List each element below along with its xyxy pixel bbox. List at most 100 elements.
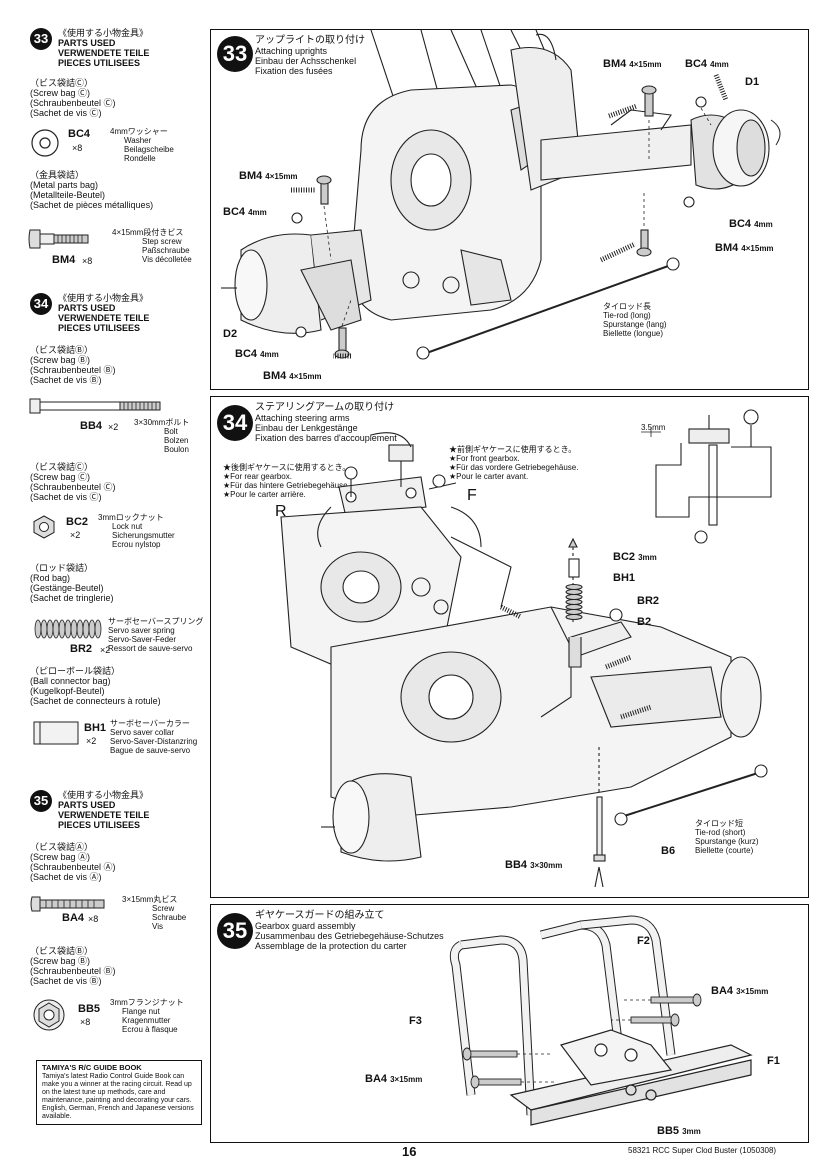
label-d2: D2	[223, 328, 238, 340]
bag-en: (Screw bag Ⓒ)	[30, 472, 91, 482]
label-bc2: BC2 3mm	[613, 551, 657, 563]
bag-label: （ピローボール袋詰） (Ball connector bag) (Kugelko…	[30, 666, 205, 706]
desc-en: Step screw	[142, 237, 182, 246]
bag-label: （ビス袋詰Ⓒ） (Screw bag Ⓒ) (Schraubenbeutel Ⓒ…	[30, 78, 200, 118]
label-d1: D1	[745, 76, 760, 88]
label-f2: F2	[637, 935, 650, 947]
parts-title-en: PARTS USED	[58, 800, 116, 810]
bag-jp: （ピローボール袋詰）	[30, 666, 121, 676]
steering-assembly-drawing	[280, 409, 772, 888]
label-tie-rod-short: タイロッド短 Tie-rod (short) Spurstange (kurz)…	[695, 819, 759, 855]
note-jp: ★後側ギヤケースに使用するとき。	[223, 463, 351, 472]
tie-rod-en: Tie-rod (short)	[695, 828, 746, 837]
parts-title-en: PARTS USED	[58, 303, 116, 313]
bag-de: (Schraubenbeutel Ⓒ)	[30, 482, 116, 492]
title-jp: ギヤケースガードの組み立て	[255, 910, 385, 921]
step-34-badge: 34	[30, 293, 52, 315]
part-desc: 3mmロックナット Lock nut Sicherungsmutter Ecro…	[98, 513, 204, 549]
tie-rod-jp: タイロッド短	[695, 819, 743, 828]
label-bm4: BM4 4×15mm	[263, 370, 322, 382]
desc-de: Servo-Saver-Distanzring	[110, 737, 198, 746]
desc-en: Servo saver spring	[108, 626, 175, 635]
desc-fr: Boulon	[164, 445, 189, 454]
step-33-title: アップライトの取り付け Attaching uprights Einbau de…	[255, 36, 505, 77]
desc-jp: サーボセーバースプリング	[108, 617, 204, 626]
parts-title-de: VERWENDETE TEILE	[58, 810, 150, 820]
parts-title-fr: PIECES UTILISEES	[58, 820, 141, 830]
collar-icon	[33, 721, 79, 745]
part-qty: ×2	[70, 530, 81, 540]
part-desc: 3×30mmボルト Bolt Bolzen Boulon	[134, 418, 206, 454]
step-34-panel: 34 ステアリングアームの取り付け Attaching steering arm…	[210, 396, 809, 898]
bolt-icon	[29, 398, 161, 414]
part-code: BC4	[68, 128, 91, 140]
title-fr: Fixation des barres d'accouplement	[255, 433, 397, 443]
note-en: ★For rear gearbox.	[223, 472, 292, 481]
bag-label: （ビス袋詰Ⓐ） (Screw bag Ⓐ) (Schraubenbeutel Ⓐ…	[30, 842, 200, 882]
guide-book-box: TAMIYA'S R/C GUIDE BOOK Tamiya's latest …	[36, 1060, 202, 1125]
parts-title-jp: 《使用する小物金具》	[58, 293, 149, 303]
parts-title-de: VERWENDETE TEILE	[58, 48, 150, 58]
tie-rod-jp: タイロッド長	[603, 302, 651, 311]
parts-title-de: VERWENDETE TEILE	[58, 313, 150, 323]
title-de: Einbau der Lenkgestänge	[255, 423, 358, 433]
desc-jp: 3×30mmボルト	[134, 418, 190, 427]
bag-label: （金具袋詰） (Metal parts bag) (Metallteile-Be…	[30, 170, 205, 210]
bag-jp: （ロッド袋詰）	[30, 563, 94, 573]
desc-en: Screw	[152, 904, 175, 913]
label-bb4: BB4 3×30mm	[505, 859, 563, 871]
bag-en: (Screw bag Ⓒ)	[30, 88, 91, 98]
desc-fr: Ecrou nylstop	[112, 540, 161, 549]
label-bc4: BC4 4mm	[685, 58, 729, 70]
parts-sidebar: 33 《使用する小物金具》 PARTS USED VERWENDETE TEIL…	[0, 0, 208, 1166]
desc-jp: 3mmロックナット	[98, 513, 164, 522]
title-en: Gearbox guard assembly	[255, 921, 356, 931]
desc-en: Flange nut	[122, 1007, 160, 1016]
step-33-badge: 33	[30, 28, 52, 50]
bag-de: (Schraubenbeutel Ⓑ)	[30, 966, 116, 976]
note-de: ★Für das vordere Getriebegehäuse.	[449, 463, 579, 472]
guide-body: Tamiya's latest Radio Control Guide Book…	[42, 1073, 194, 1120]
step-33-panel: 33 アップライトの取り付け Attaching uprights Einbau…	[210, 29, 809, 390]
desc-fr: Vis	[152, 922, 163, 931]
bag-en: (Screw bag Ⓑ)	[30, 355, 91, 365]
bag-de: (Schraubenbeutel Ⓑ)	[30, 365, 116, 375]
label-f3: F3	[409, 1015, 422, 1027]
tie-rod-de: Spurstange (kurz)	[695, 837, 759, 846]
tie-rod-fr: Biellette (courte)	[695, 846, 754, 855]
label-bm4: BM4 4×15mm	[715, 242, 774, 254]
desc-fr: Ecrou à flasque	[122, 1025, 178, 1034]
bag-en: (Screw bag Ⓑ)	[30, 956, 91, 966]
desc-fr: Rondelle	[124, 154, 156, 163]
guide-heading: TAMIYA'S R/C GUIDE BOOK	[42, 1063, 142, 1072]
parts-title-fr: PIECES UTILISEES	[58, 58, 141, 68]
page-number: 16	[402, 1144, 417, 1159]
part-desc: 3×15mm丸ビス Screw Schraube Vis	[122, 895, 206, 931]
desc-jp: 4mmワッシャー	[110, 127, 168, 136]
note-fr: ★Pour le carter avant.	[449, 472, 529, 481]
bag-jp: （金具袋詰）	[30, 170, 85, 180]
bag-en: (Metal parts bag)	[30, 180, 99, 190]
bag-jp: （ビス袋詰Ⓒ）	[30, 462, 94, 472]
part-code: BC2	[66, 516, 89, 528]
desc-fr: Vis décolletée	[142, 255, 192, 264]
flange-nut-icon	[33, 999, 65, 1031]
bag-jp: （ビス袋詰Ⓒ）	[30, 78, 94, 88]
desc-de: Beilagscheibe	[124, 145, 174, 154]
label-b2: B2	[637, 616, 652, 628]
note-fr: ★Pour le carter arrière.	[223, 490, 306, 499]
tie-rod-en: Tie-rod (long)	[603, 311, 651, 320]
title-fr: Fixation des fusées	[255, 66, 333, 76]
desc-en: Lock nut	[112, 522, 143, 531]
part-qty: ×8	[80, 1017, 91, 1027]
desc-jp: 4×15mm段付きビス	[112, 228, 184, 237]
product-code: 58321 RCC Super Clod Buster (1050308)	[628, 1146, 777, 1155]
step-35-number: 35	[217, 913, 253, 949]
desc-fr: Bague de sauve-servo	[110, 746, 191, 755]
bag-label: （ビス袋詰Ⓑ） (Screw bag Ⓑ) (Schraubenbeutel Ⓑ…	[30, 345, 200, 385]
spring-icon	[34, 619, 102, 639]
step-33-number: 33	[217, 36, 253, 72]
bag-label: （ロッド袋詰） (Rod bag) (Gestänge-Beutel) (Sac…	[30, 563, 200, 603]
part-desc: 4mmワッシャー Washer Beilagscheibe Rondelle	[110, 127, 200, 163]
part-desc: サーボセーバースプリング Servo saver spring Servo-Sa…	[108, 617, 208, 653]
